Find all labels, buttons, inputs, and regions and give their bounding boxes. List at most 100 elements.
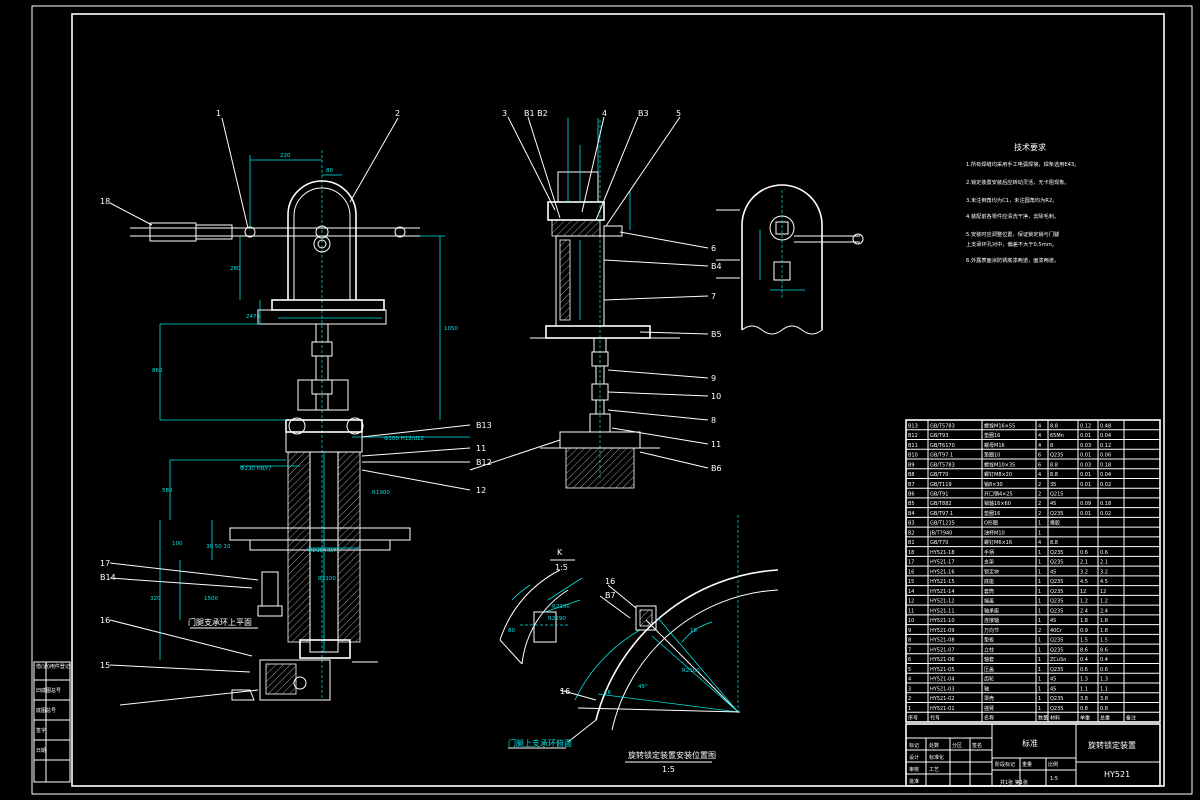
weld-label: B14 (100, 573, 116, 582)
bom-cell: 1 (1038, 530, 1041, 536)
bom-cell: 0.12 (1100, 443, 1111, 449)
bom-cell: 4 (1038, 472, 1041, 478)
bom-header: 序号 (908, 715, 918, 722)
bom-cell: 3.8 (1100, 696, 1108, 702)
stamp-label: 旧底图总号 (36, 687, 61, 694)
bom-cell: 支架 (984, 559, 994, 566)
bom-cell: Q235 (1050, 706, 1063, 712)
bom-cell: 0.12 (1080, 423, 1091, 429)
bom-cell: 4 (1038, 540, 1041, 546)
tech-line: 2.锁定装置安装后应转动灵活，无卡阻现象。 (966, 178, 1070, 186)
tech-line: 5.安装时应调整位置，保证锁定销与门腿 (966, 230, 1060, 238)
bom-cell: ZCuSn (1050, 657, 1066, 663)
part-label: 5 (676, 109, 681, 118)
bom-cell: 4 (1038, 423, 1041, 429)
bom-cell: 垫圈10 (984, 452, 1000, 459)
bom-cell: 8.8 (1050, 423, 1058, 429)
bom-cell: HY521-12 (930, 599, 955, 605)
bom-cell: Q235 (1050, 579, 1063, 585)
bom-cell: B11 (908, 443, 918, 449)
dimension: R2100 (552, 604, 570, 610)
part-label: 9 (711, 374, 716, 383)
bom-cell: 手柄 (984, 549, 994, 556)
bom-cell: 1 (1038, 706, 1041, 712)
bom-cell: 0.09 (1080, 501, 1091, 507)
dimension: 220 (280, 153, 291, 159)
bom-cell: 0.6 (1080, 550, 1088, 556)
bom-cell: 40Cr (1050, 628, 1063, 634)
bom-header: 单重 (1080, 715, 1090, 722)
bom-cell: HY521-02 (930, 696, 955, 702)
bom-cell: Q235 (1050, 599, 1063, 605)
title-small-label: 阶段标记 (995, 761, 1015, 768)
bom-cell: 7 (908, 647, 911, 653)
bom-cell: 万向节 (984, 627, 999, 634)
bom-cell: 1.8 (1100, 618, 1108, 624)
bom-cell: 0.04 (1100, 433, 1111, 439)
stamp-label: 借(通)用件登记 (36, 663, 70, 670)
bom-cell: HY521-15 (930, 579, 955, 585)
bom-cell: 3.2 (1080, 569, 1088, 575)
bom-cell: 18 (908, 550, 914, 556)
bom-cell: 1 (1038, 657, 1041, 663)
stamp-label: 签字 (36, 727, 46, 734)
bom-cell: 2 (908, 696, 911, 702)
bom-cell: 0.6 (1100, 667, 1108, 673)
bom-cell: GB/T1235 (930, 521, 955, 527)
bom-cell: 2 (1038, 492, 1041, 498)
part-label: 6 (711, 244, 716, 253)
bom-cell: O形圈 (984, 520, 998, 527)
tech-line: 4.装配前各零件应清洗干净，去除毛刺。 (966, 212, 1059, 220)
bom-cell: 2 (1038, 511, 1041, 517)
part-label: 3 (502, 109, 507, 118)
bom-cell: 0.18 (1100, 501, 1111, 507)
bom-cell: 1.8 (1100, 628, 1108, 634)
tech-title: 技术要求 (1014, 142, 1046, 152)
bom-cell: HY521-05 (930, 667, 955, 673)
bom-cell: 3 (908, 686, 911, 692)
bom-cell: GB/T91 (930, 492, 948, 498)
weld-label: B5 (711, 330, 722, 339)
bom-cell: B9 (908, 462, 915, 468)
bom-cell: HY521-04 (930, 677, 955, 683)
bom-cell: 1 (1038, 560, 1041, 566)
bom-cell: 45 (1050, 686, 1056, 692)
bom-cell: 锁定块 (984, 568, 999, 575)
bom-cell: GB/T6170 (930, 443, 955, 449)
bom-cell: B2 (908, 530, 915, 536)
bom-cell: 底座 (984, 578, 994, 585)
tech-line: 3.未注倒角均为C1，未注圆角均为R2。 (966, 196, 1057, 204)
bom-cell: 1 (1038, 667, 1041, 673)
bom-cell: Q235 (1050, 647, 1063, 653)
bom-cell: HY521-07 (930, 647, 955, 653)
bom-cell: 1 (1038, 677, 1041, 683)
title-small-label: 批准 (909, 778, 919, 785)
bom-cell: 销8×30 (984, 481, 1003, 488)
bom-cell: 6 (1038, 453, 1041, 459)
outer-frame (31, 5, 1193, 795)
bom-cell: Q235 (1050, 696, 1063, 702)
bom-cell: GB/T5783 (930, 462, 955, 468)
bom-header: 名称 (984, 715, 994, 722)
bom-cell: 1 (1038, 608, 1041, 614)
title-small-label: 分区 (952, 742, 962, 749)
bom-cell: 14 (908, 589, 914, 595)
bom-cell: 0.03 (1080, 462, 1091, 468)
section-k-label: K (557, 548, 563, 557)
bom-cell: 12 (908, 599, 914, 605)
title-small-label: 签名 (972, 742, 982, 749)
dimension: R2100 (682, 668, 700, 674)
bom-cell: B4 (908, 511, 915, 517)
bom-cell: 12 (1100, 589, 1106, 595)
bom-cell: 3.8 (1080, 696, 1088, 702)
bom-cell: B6 (908, 492, 915, 498)
bom-cell: 压盖 (984, 666, 994, 673)
bom-cell: HY521-17 (930, 560, 955, 566)
bom-cell: 1 (1038, 647, 1041, 653)
bom-cell: 65Mn (1050, 433, 1064, 439)
left-stamp: 借(通)用件登记 旧底图总号 底图总号 签字 日期 (33, 661, 71, 783)
bom-cell: 4.5 (1100, 579, 1108, 585)
part-label: 16 (100, 616, 110, 625)
bom-cell: B3 (908, 521, 915, 527)
